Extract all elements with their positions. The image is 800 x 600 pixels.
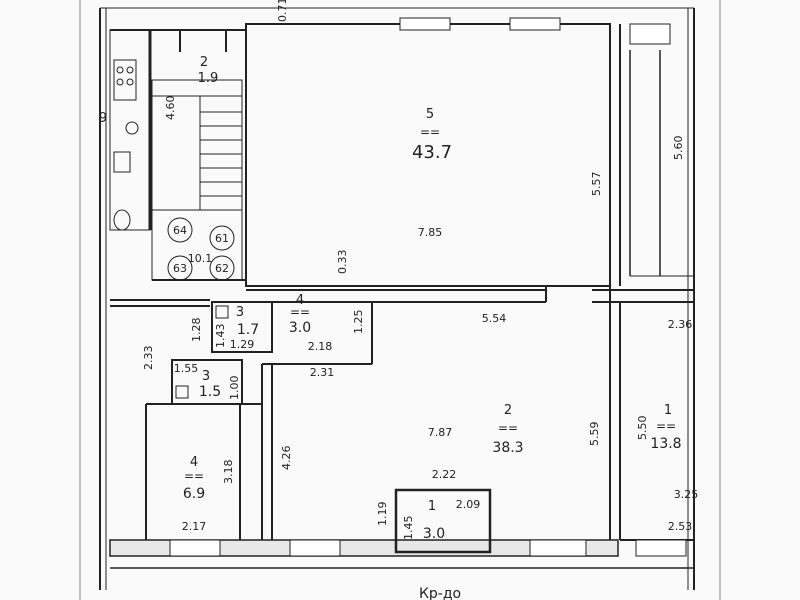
dim-5-50: 5.50 — [636, 416, 649, 441]
room-2-area: 38.3 — [492, 440, 523, 456]
dim-10-1: 10.1 — [188, 252, 213, 265]
dim-2-17: 2.17 — [182, 520, 207, 533]
marker-61: 61 — [215, 232, 229, 245]
room-2-eq: == — [498, 421, 518, 435]
dim-1-00: 1.00 — [228, 376, 241, 401]
dim-7-85: 7.85 — [418, 226, 443, 239]
left-rooms-walls — [110, 299, 273, 540]
dim-1-55: 1.55 — [174, 362, 199, 375]
dim-5-60: 5.60 — [672, 136, 685, 161]
room-1-bottom-walls — [394, 488, 492, 554]
dim-1-45: 1.45 — [402, 516, 415, 541]
room-2-walls — [261, 302, 621, 540]
dim-2-36: 2.36 — [668, 318, 693, 331]
room-5-number: 5 — [426, 107, 434, 122]
room-1-right-eq: == — [656, 419, 676, 433]
room-1-right-number: 1 — [664, 403, 672, 418]
markers — [167, 217, 235, 281]
room-labels: 5 == 43.7 2 == 38.3 1 == 13.8 4 == 6.9 4… — [99, 55, 682, 600]
dim-5-57: 5.57 — [590, 172, 603, 197]
room-5-area: 43.7 — [412, 142, 452, 163]
dim-2-53: 2.53 — [668, 520, 693, 533]
dim-2-22: 2.22 — [432, 468, 457, 481]
dim-2-33: 2.33 — [142, 346, 155, 371]
dim-0-71: 0.71 — [276, 0, 289, 22]
room-1-bottom-number: 1 — [428, 499, 436, 514]
dimension-labels: 0.71 4.60 5.60 5.57 7.85 0.33 5.54 2.36 … — [142, 0, 698, 540]
dim-5-59: 5.59 — [588, 422, 601, 447]
marker-labels: 64 61 63 62 — [173, 224, 229, 275]
marker-64: 64 — [173, 224, 187, 237]
stair-room-area: 1.9 — [198, 71, 219, 86]
room-4-left-number: 4 — [190, 455, 198, 470]
room-4-mid-eq: == — [290, 305, 310, 319]
dim-3-25: 3.25 — [674, 488, 699, 501]
dim-1-19: 1.19 — [376, 502, 389, 527]
stairs — [151, 79, 243, 281]
dim-2-09: 2.09 — [456, 498, 481, 511]
dim-4-60: 4.60 — [164, 96, 177, 121]
room-3-a-area: 1.7 — [237, 322, 259, 338]
dim-1-28: 1.28 — [190, 318, 203, 343]
room-5-eq: == — [420, 125, 440, 139]
partitions — [110, 29, 246, 281]
room-3-b-area: 1.5 — [199, 384, 221, 400]
room-4-left-area: 6.9 — [183, 486, 205, 502]
dim-2-31: 2.31 — [310, 366, 335, 379]
dim-4-26: 4.26 — [280, 446, 293, 471]
stair-number: 9 — [99, 111, 107, 126]
marker-62: 62 — [215, 262, 229, 275]
room-4-mid-area: 3.0 — [289, 320, 311, 336]
dim-5-54: 5.54 — [482, 312, 507, 325]
dim-7-87: 7.87 — [428, 426, 453, 439]
dim-2-18: 2.18 — [308, 340, 333, 353]
room-4-left-eq: == — [184, 469, 204, 483]
room-3-b-number: 3 — [202, 369, 210, 384]
corridor-label: Кр-до — [419, 586, 461, 600]
stair-room-number: 2 — [200, 55, 208, 70]
marker-63: 63 — [173, 262, 187, 275]
dim-1-43: 1.43 — [214, 324, 227, 349]
dim-3-18: 3.18 — [222, 460, 235, 485]
dim-1-25: 1.25 — [352, 310, 365, 335]
room-4-mid-number: 4 — [296, 293, 304, 308]
loggia — [629, 50, 694, 277]
room-1-right-area: 13.8 — [650, 436, 681, 452]
room-1-bottom-area: 3.0 — [423, 526, 445, 542]
windows — [169, 17, 687, 557]
dim-1-29: 1.29 — [230, 338, 255, 351]
room-2-number: 2 — [504, 403, 512, 418]
room-3-a-number: 3 — [236, 305, 244, 320]
dim-0-33: 0.33 — [336, 250, 349, 275]
